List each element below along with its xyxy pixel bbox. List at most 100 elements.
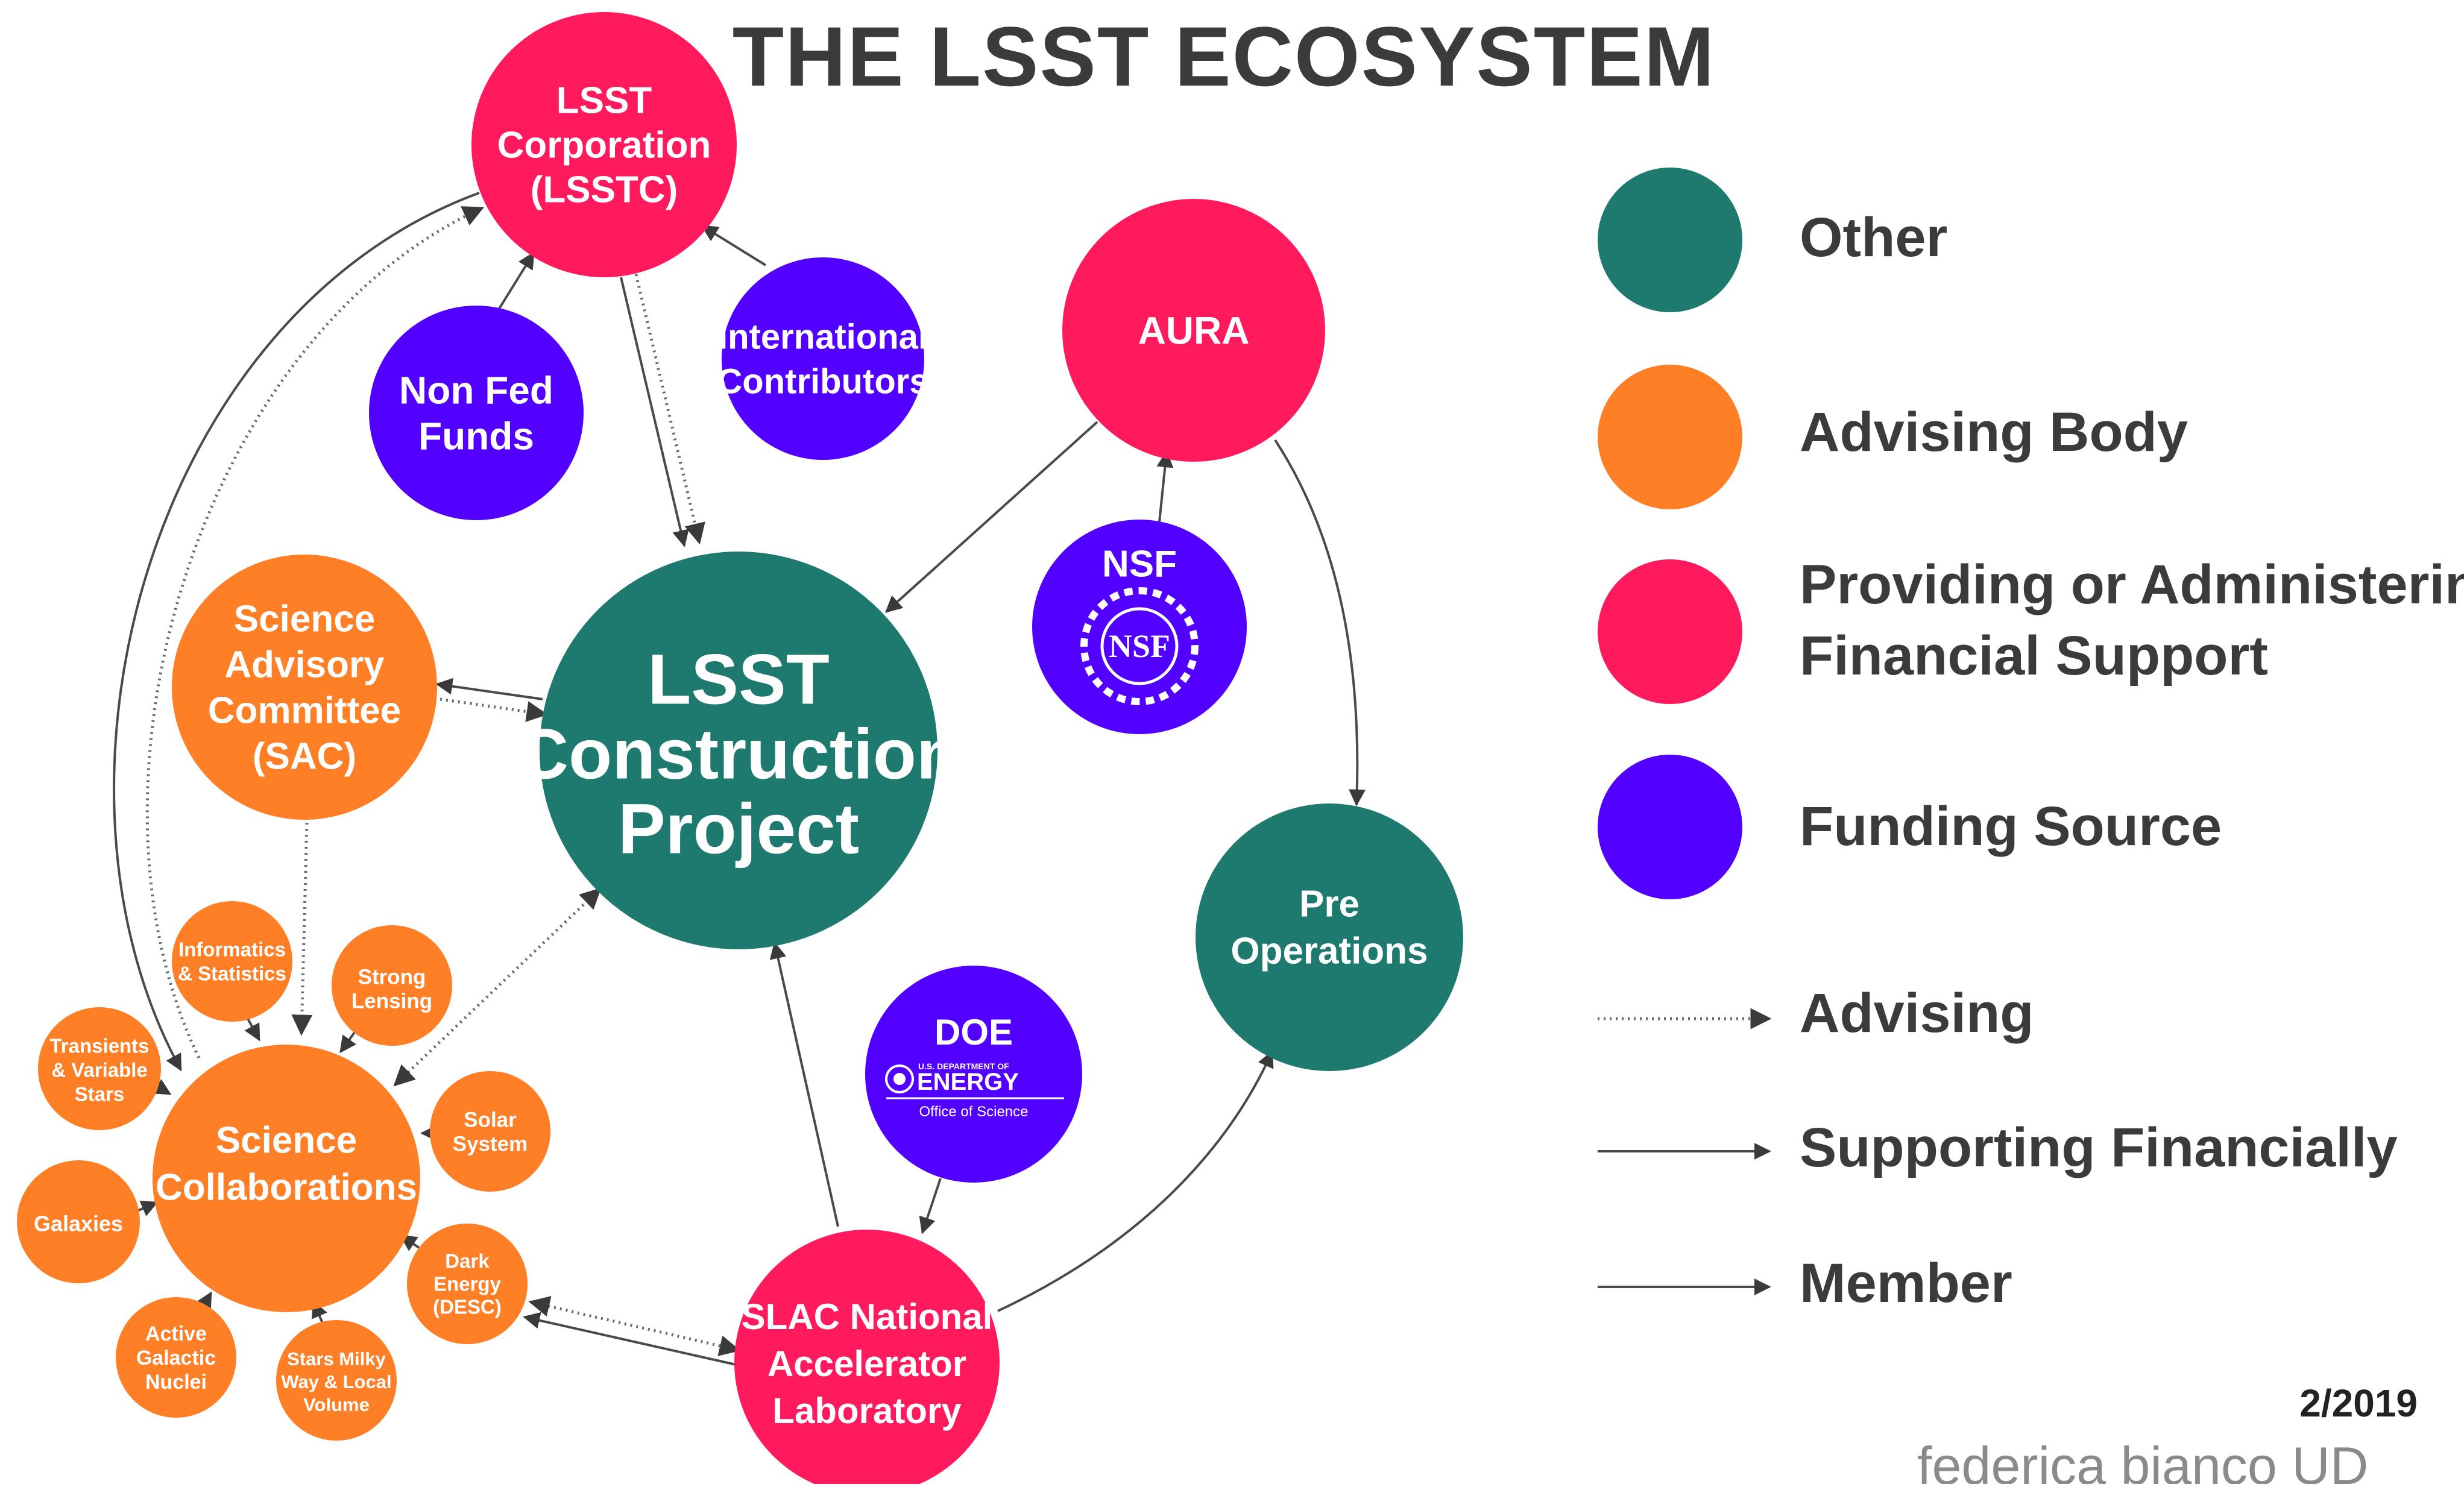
edge-construction-sac <box>435 677 543 700</box>
label-line: Science <box>216 1120 357 1162</box>
label-line: Accelerator <box>767 1344 966 1384</box>
label-line: Non Fed <box>399 368 553 412</box>
node-strong-lensing-circle <box>332 925 452 1046</box>
label-line: Strong <box>358 965 426 989</box>
node-dark-energy-circle <box>407 1224 528 1344</box>
date-label: 2/2019 <box>2299 1382 2418 1425</box>
doe-seal-icon <box>885 1064 914 1093</box>
label-line: Providing or Administering <box>1800 554 2464 615</box>
legend-label-advising: Advising <box>1800 982 2034 1044</box>
edge-galaxies-collab <box>135 1201 159 1216</box>
node-slac-circle <box>734 1230 1000 1487</box>
edges <box>113 192 1366 1366</box>
edge-aura-construction <box>884 421 1098 613</box>
label-line: Stars <box>75 1083 125 1105</box>
node-construction-circle <box>540 552 937 949</box>
node-milky-way-circle <box>276 1320 397 1441</box>
legend-item-supporting: Supporting Financially <box>1598 1117 2398 1178</box>
label-line: Energy <box>433 1273 502 1295</box>
edge-lsstc-construction <box>620 277 689 547</box>
node-aura-label: AURA <box>1138 309 1250 352</box>
label-line: Active <box>145 1322 207 1345</box>
edge-aura-preops <box>1274 439 1366 806</box>
legend: Other Advising Body Providing or Adminis… <box>1598 168 2464 1314</box>
legend-item-advising: Advising <box>1598 982 2034 1044</box>
node-nonfed-circle <box>369 306 584 520</box>
label-line: System <box>453 1132 528 1155</box>
node-doe[interactable]: DOE U.S. DEPARTMENT OF ENERGY Office of … <box>865 966 1082 1183</box>
legend-item-advising-body: Advising Body <box>1598 365 2188 509</box>
credit-label: federica bianco UD <box>1917 1436 2368 1484</box>
legend-item-funding: Funding Source <box>1598 755 2222 899</box>
label-line: & Statistics <box>178 963 286 985</box>
edge-lsstc-construction-advising <box>634 274 705 545</box>
node-informatics[interactable]: Informatics& Statistics <box>172 901 292 1022</box>
label-line: Funds <box>418 414 534 457</box>
label-line: (DESC) <box>433 1296 502 1318</box>
label-line: Construction <box>517 714 960 794</box>
label-line: Operations <box>1230 931 1428 972</box>
label-line: Dark <box>445 1250 490 1272</box>
label-line: Way & Local <box>281 1371 391 1392</box>
node-informatics-circle <box>172 901 292 1022</box>
edge-slac-desc <box>523 1312 739 1366</box>
node-aura[interactable]: AURA <box>1062 199 1325 462</box>
edge-sac-construction-advising <box>440 697 548 722</box>
node-science-collab-circle <box>153 1045 420 1312</box>
node-informatics-label: Informatics& Statistics <box>178 938 286 985</box>
label-line: Volume <box>303 1394 370 1415</box>
node-agn-circle <box>116 1297 236 1418</box>
node-galaxies[interactable]: Galaxies <box>17 1160 140 1283</box>
edge-sac-collab-advising <box>291 796 318 1036</box>
label-line: Collaborations <box>156 1167 417 1209</box>
legend-swatch-financial <box>1598 559 1742 704</box>
nsf-logo-icon: NSF <box>1080 587 1199 705</box>
label-line: & Variable <box>51 1059 148 1081</box>
edge-doe-slac <box>919 1178 942 1234</box>
label-line: Solar <box>464 1108 517 1131</box>
label-line: NSF <box>1102 544 1177 585</box>
doe-logo-energy: ENERGY <box>917 1069 1019 1095</box>
legend-swatch-other <box>1598 168 1742 312</box>
node-solar-circle <box>430 1071 550 1192</box>
legend-item-member: Member <box>1598 1253 2012 1314</box>
legend-label-member: Member <box>1800 1253 2012 1314</box>
edge-lsstc-collab <box>113 192 480 1072</box>
node-doe-label: DOE <box>934 1012 1013 1052</box>
doe-seal-inner <box>893 1073 906 1085</box>
label-line: Galactic <box>136 1347 216 1369</box>
legend-label-other: Other <box>1800 207 1947 268</box>
node-nsf[interactable]: NSF NSF <box>1032 520 1247 734</box>
node-galaxies-circle <box>17 1160 140 1283</box>
label-line: SLAC National <box>742 1297 993 1337</box>
edge-lensing-collab <box>339 1030 357 1054</box>
edge-collab-construction-advising <box>393 887 602 1087</box>
